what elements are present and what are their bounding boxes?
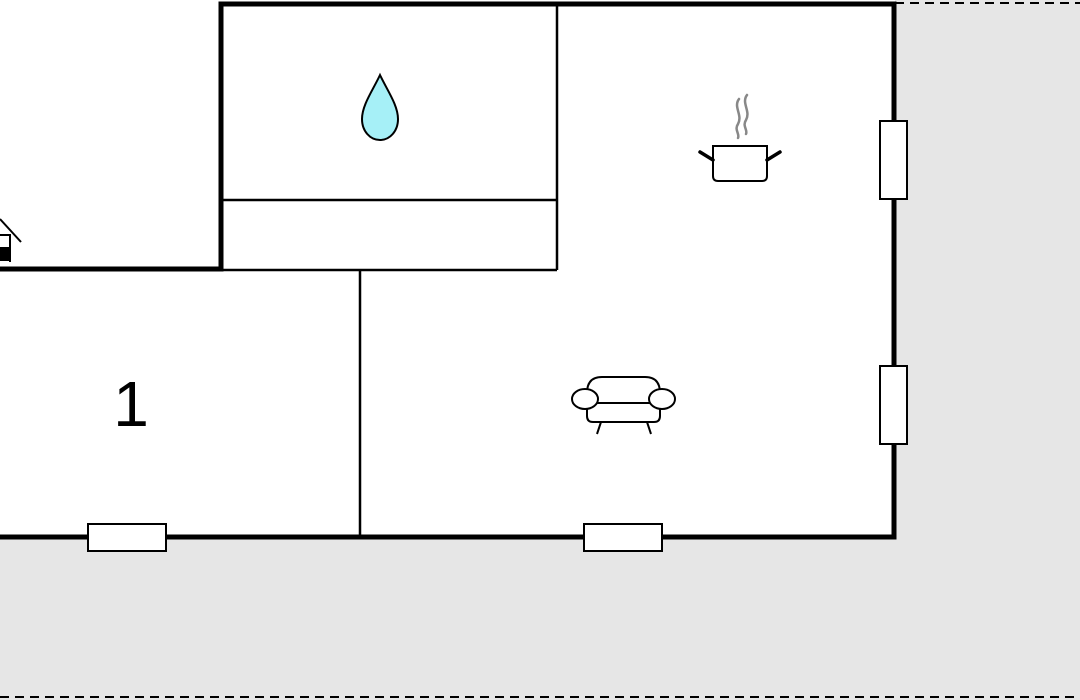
room-label: 1 [113, 368, 149, 440]
window-east-upper [879, 120, 908, 200]
sofa-leg-left [596, 421, 602, 435]
window-south-left [87, 523, 167, 552]
window-east-lower [879, 365, 908, 445]
house-roof [0, 218, 22, 243]
sofa-icon [571, 376, 676, 435]
windows [87, 120, 908, 552]
house-icon [0, 218, 22, 262]
steam-left [735, 97, 741, 140]
sofa-armrest-left [571, 388, 599, 410]
house-door [0, 247, 10, 261]
pot-handle-right [765, 150, 782, 162]
pot-handle-left [698, 150, 715, 162]
outer-wall-upper [0, 1, 897, 540]
cooking-pot-icon [698, 93, 782, 182]
internal-walls [221, 4, 559, 538]
sofa-seat [586, 402, 661, 423]
sofa-leg-right [646, 421, 652, 435]
sofa-armrest-right [648, 388, 676, 410]
outer-walls [0, 1, 897, 540]
water-drop-icon [360, 72, 400, 142]
window-south-right [583, 523, 663, 552]
pot-body [712, 145, 768, 182]
steam-right [743, 93, 749, 136]
